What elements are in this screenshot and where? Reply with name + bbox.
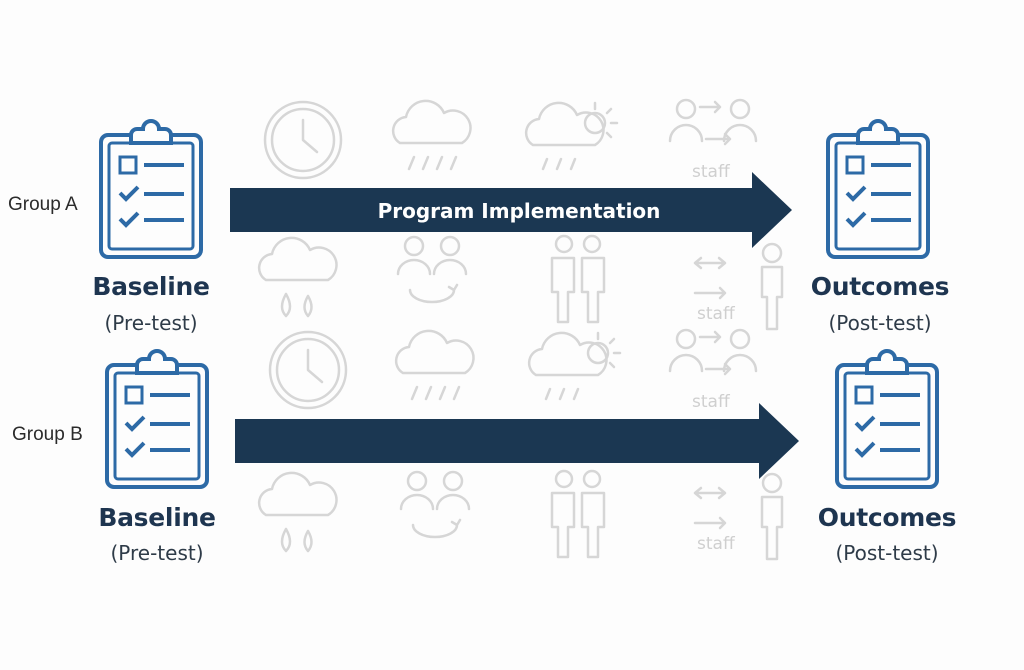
clipboard-icon [835,349,939,489]
rain-cloud-icon [394,329,475,401]
sun-cloud-rain-icon [527,331,622,401]
program-arrow [230,172,792,248]
sun-cloud-rain-icon [524,101,619,171]
clipboard-icon [99,119,203,259]
two-people-icon [550,469,606,559]
baseline-subtitle: (Pre-test) [110,541,204,565]
staff-transfer-icon: staff [668,98,758,182]
staff-person-icon: staff [693,242,784,331]
clipboard-icon [105,349,209,489]
staff-person-icon: staff [693,472,784,561]
group-a-label: Group A [8,194,78,215]
svg-text:staff: staff [692,162,731,182]
baseline-title: Baseline [92,272,210,301]
people-exchange-icon [396,235,468,304]
clock-icon [263,100,343,180]
baseline-title: Baseline [98,503,216,532]
staff-transfer-icon: staff [668,328,758,412]
outcomes-subtitle: (Post-test) [835,541,939,565]
clipboard-icon [826,119,930,259]
storm-cloud-icon [257,236,338,318]
outcomes-title: Outcomes [817,503,957,532]
baseline-subtitle: (Pre-test) [104,311,198,335]
svg-text:staff: staff [697,534,736,554]
clock-icon [268,330,348,410]
outcomes-title: Outcomes [810,272,950,301]
arrow-label: Program Implementation [377,199,661,223]
group-b-label: Group B [12,424,83,445]
storm-cloud-icon [257,471,338,553]
svg-text:staff: staff [692,392,731,412]
svg-text:staff: staff [697,304,736,324]
outcomes-subtitle: (Post-test) [828,311,932,335]
two-people-icon [550,234,606,324]
rain-cloud-icon [391,99,472,171]
people-exchange-icon [399,470,471,539]
program-arrow [235,403,799,479]
